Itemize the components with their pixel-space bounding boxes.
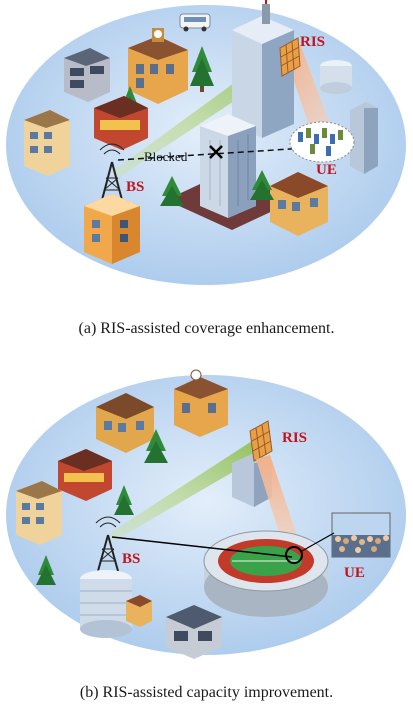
bs-label: BS: [122, 551, 140, 567]
caption-panel-b: (b) RIS-assisted capacity improvement.: [79, 684, 334, 701]
capacity-scenario-diagram: RIS UE BS: [6, 369, 406, 659]
base-station-tower-icon: [99, 143, 125, 201]
tree-icon: [114, 485, 134, 515]
ue-users-icon: [289, 121, 355, 163]
tree-icon: [160, 176, 184, 206]
round-tower-icon: [320, 60, 352, 94]
small-house-icon: [126, 595, 152, 627]
ris-panel-icon: [279, 37, 301, 77]
blocked-label: Blocked: [144, 149, 188, 164]
ris-skyscraper-icon: [232, 0, 294, 138]
tree-icon: [36, 555, 56, 585]
coverage-scenario-diagram: RIS Blocked UE: [6, 0, 406, 285]
bs-label: BS: [126, 179, 144, 195]
ue-label: UE: [316, 162, 337, 178]
round-office-building-icon: [80, 570, 132, 638]
tree-icon: [190, 46, 214, 92]
stadium-icon: [203, 530, 329, 617]
bs-to-ue-link: [111, 536, 293, 558]
apartment-building-icon: [24, 110, 70, 176]
building-icon: [128, 28, 188, 104]
apartment-building-icon: [16, 481, 62, 545]
ris-to-ue-beam: [256, 455, 302, 555]
blocking-skyscraper-icon: [166, 114, 296, 230]
crowd-photo-inset: [331, 512, 391, 558]
inset-pointer-line: [301, 532, 335, 552]
caption-panel-a: (a) RIS-assisted coverage enhancement.: [78, 320, 335, 337]
office-building-icon: [166, 605, 222, 659]
base-station-tower-icon: [95, 516, 121, 572]
ris-to-ue-beam: [284, 44, 336, 146]
ue-label: UE: [344, 565, 365, 581]
blocked-cross-icon: [209, 145, 223, 159]
building-icon: [64, 48, 110, 102]
bs-to-ris-beam: [110, 441, 262, 541]
tree-icon: [250, 170, 274, 200]
clock-building-icon: [174, 369, 228, 437]
blocked-path-line: [117, 147, 307, 161]
ue-target-ring: [285, 546, 303, 564]
tree-icon: [144, 429, 168, 463]
ris-panel-icon: [249, 420, 273, 462]
ris-label: RIS: [300, 34, 325, 50]
house-icon: [96, 393, 154, 453]
bus-icon: [179, 13, 211, 32]
building-icon: [84, 194, 140, 264]
shop-building-icon: [94, 96, 148, 150]
shop-building-icon: [58, 449, 112, 501]
glass-tower-icon: [350, 102, 378, 174]
house-icon: [270, 172, 328, 236]
ris-label: RIS: [282, 430, 307, 446]
